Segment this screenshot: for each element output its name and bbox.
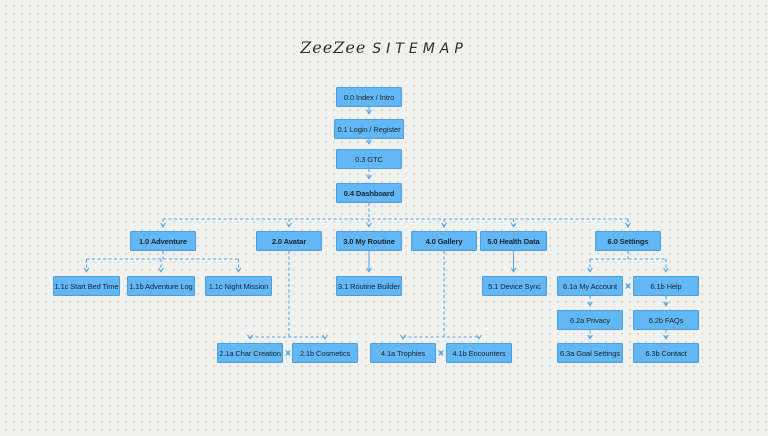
node-6-3a-goal-settings[interactable]: 6.3a Goal Settings: [557, 343, 623, 363]
node-label: 1.1c Night Mission: [208, 281, 269, 291]
node-label: 0.4 Dashboard: [343, 188, 395, 198]
node-6-0-settings[interactable]: 6.0 Settings: [595, 231, 661, 251]
node-label: 6.1a My Account: [563, 281, 617, 291]
node-2-0-avatar[interactable]: 2.0 Avatar: [256, 231, 322, 251]
node-label: 4.1a Trophies: [380, 348, 426, 358]
node-label: 1.1c Start Bed Time: [54, 281, 119, 291]
node-label: 6.2b FAQs: [648, 315, 684, 325]
node-1-0-adventure[interactable]: 1.0 Adventure: [130, 231, 196, 251]
node-2-1b-cosmetics[interactable]: 2.1b Cosmetics: [292, 343, 358, 363]
node-6-2b-faqs[interactable]: 6.2b FAQs: [633, 310, 699, 330]
node-label: 2.0 Avatar: [271, 236, 307, 246]
node-5-1-device-sync[interactable]: 5.1 Device Sync: [482, 276, 547, 296]
node-1-1c-start-bed-time[interactable]: 1.1c Start Bed Time: [53, 276, 120, 296]
node-1-1c-night-mission[interactable]: 1.1c Night Mission: [205, 276, 272, 296]
node-6-3b-contact[interactable]: 6.3b Contact: [633, 343, 699, 363]
node-4-1b-encounters[interactable]: 4.1b Encounters: [446, 343, 512, 363]
node-label: 5.1 Device Sync: [488, 281, 541, 291]
node-label: 0.0 Index / Intro: [343, 92, 395, 102]
node-6-2a-privacy[interactable]: 6.2a Privacy: [557, 310, 623, 330]
node-label: 6.1b Help: [650, 281, 682, 291]
sitemap-title-script: ZeeZee: [300, 38, 367, 57]
sitemap-title[interactable]: ZeeZee SITEMAP: [0, 38, 768, 58]
node-label: 6.0 Settings: [607, 236, 649, 246]
node-label: 6.3b Contact: [645, 348, 687, 358]
node-0-4-dashboard[interactable]: 0.4 Dashboard: [336, 183, 402, 203]
node-label: 3.1 Routine Builder: [338, 281, 400, 291]
node-label: 0.3 GTC: [355, 154, 383, 164]
node-6-1b-help[interactable]: 6.1b Help: [633, 276, 699, 296]
node-label: 6.3a Goal Settings: [560, 348, 620, 358]
node-label: 1.0 Adventure: [138, 236, 188, 246]
node-label: 2.1b Cosmetics: [299, 348, 351, 358]
node-1-1b-adventure-log[interactable]: 1.1b Adventure Log: [127, 276, 195, 296]
node-3-0-my-routine[interactable]: 3.0 My Routine: [336, 231, 402, 251]
node-label: 6.2a Privacy: [569, 315, 611, 325]
node-5-0-health-data[interactable]: 5.0 Health Data: [480, 231, 547, 251]
node-label: 3.0 My Routine: [343, 236, 395, 246]
node-label: 4.0 Gallery: [425, 236, 463, 246]
node-6-1a-my-account[interactable]: 6.1a My Account: [557, 276, 623, 296]
node-label: 1.1b Adventure Log: [129, 281, 193, 291]
node-0-3-gtc[interactable]: 0.3 GTC: [336, 149, 402, 169]
node-label: 4.1b Encounters: [452, 348, 506, 358]
sitemap-title-caps: SITEMAP: [372, 41, 468, 57]
node-0-0-index-intro[interactable]: 0.0 Index / Intro: [336, 87, 402, 107]
node-3-1-routine-builder[interactable]: 3.1 Routine Builder: [336, 276, 402, 296]
node-label: 2.1a Char Creation: [219, 348, 281, 358]
node-2-1a-char-creation[interactable]: 2.1a Char Creation: [217, 343, 283, 363]
node-4-1a-trophies[interactable]: 4.1a Trophies: [370, 343, 436, 363]
node-label: 0.1 Login / Register: [337, 124, 401, 134]
node-0-1-login-register[interactable]: 0.1 Login / Register: [334, 119, 404, 139]
node-4-0-gallery[interactable]: 4.0 Gallery: [411, 231, 477, 251]
node-label: 5.0 Health Data: [487, 236, 540, 246]
